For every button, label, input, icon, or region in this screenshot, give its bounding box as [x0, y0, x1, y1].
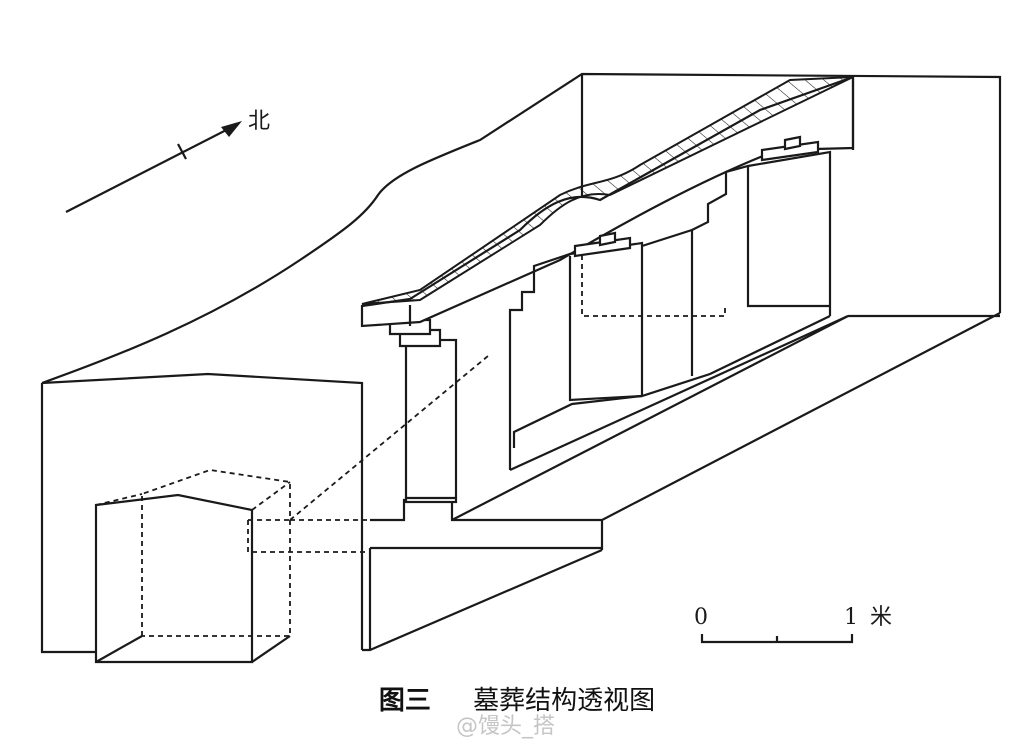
north-label: 北 [248, 109, 270, 134]
roof-slab [360, 75, 855, 328]
watermark: @馒头_搭 [456, 714, 556, 739]
scale-zero-label: 0 [694, 605, 708, 630]
tomb-floor-ledge [370, 314, 1000, 522]
scale-one-label: 1 [844, 605, 858, 630]
scale-bar: 0 1 米 [694, 605, 892, 644]
north-arrow: 北 [65, 109, 270, 213]
scale-unit-label: 米 [870, 605, 892, 630]
figure-title: 墓葬结构透视图 [473, 686, 656, 716]
burial-box [94, 355, 489, 664]
chamber-interior [508, 135, 849, 472]
figure-number: 图三 [378, 686, 431, 716]
figure-caption: 图三 墓葬结构透视图 [0, 680, 1034, 717]
soil-block [40, 72, 1002, 654]
